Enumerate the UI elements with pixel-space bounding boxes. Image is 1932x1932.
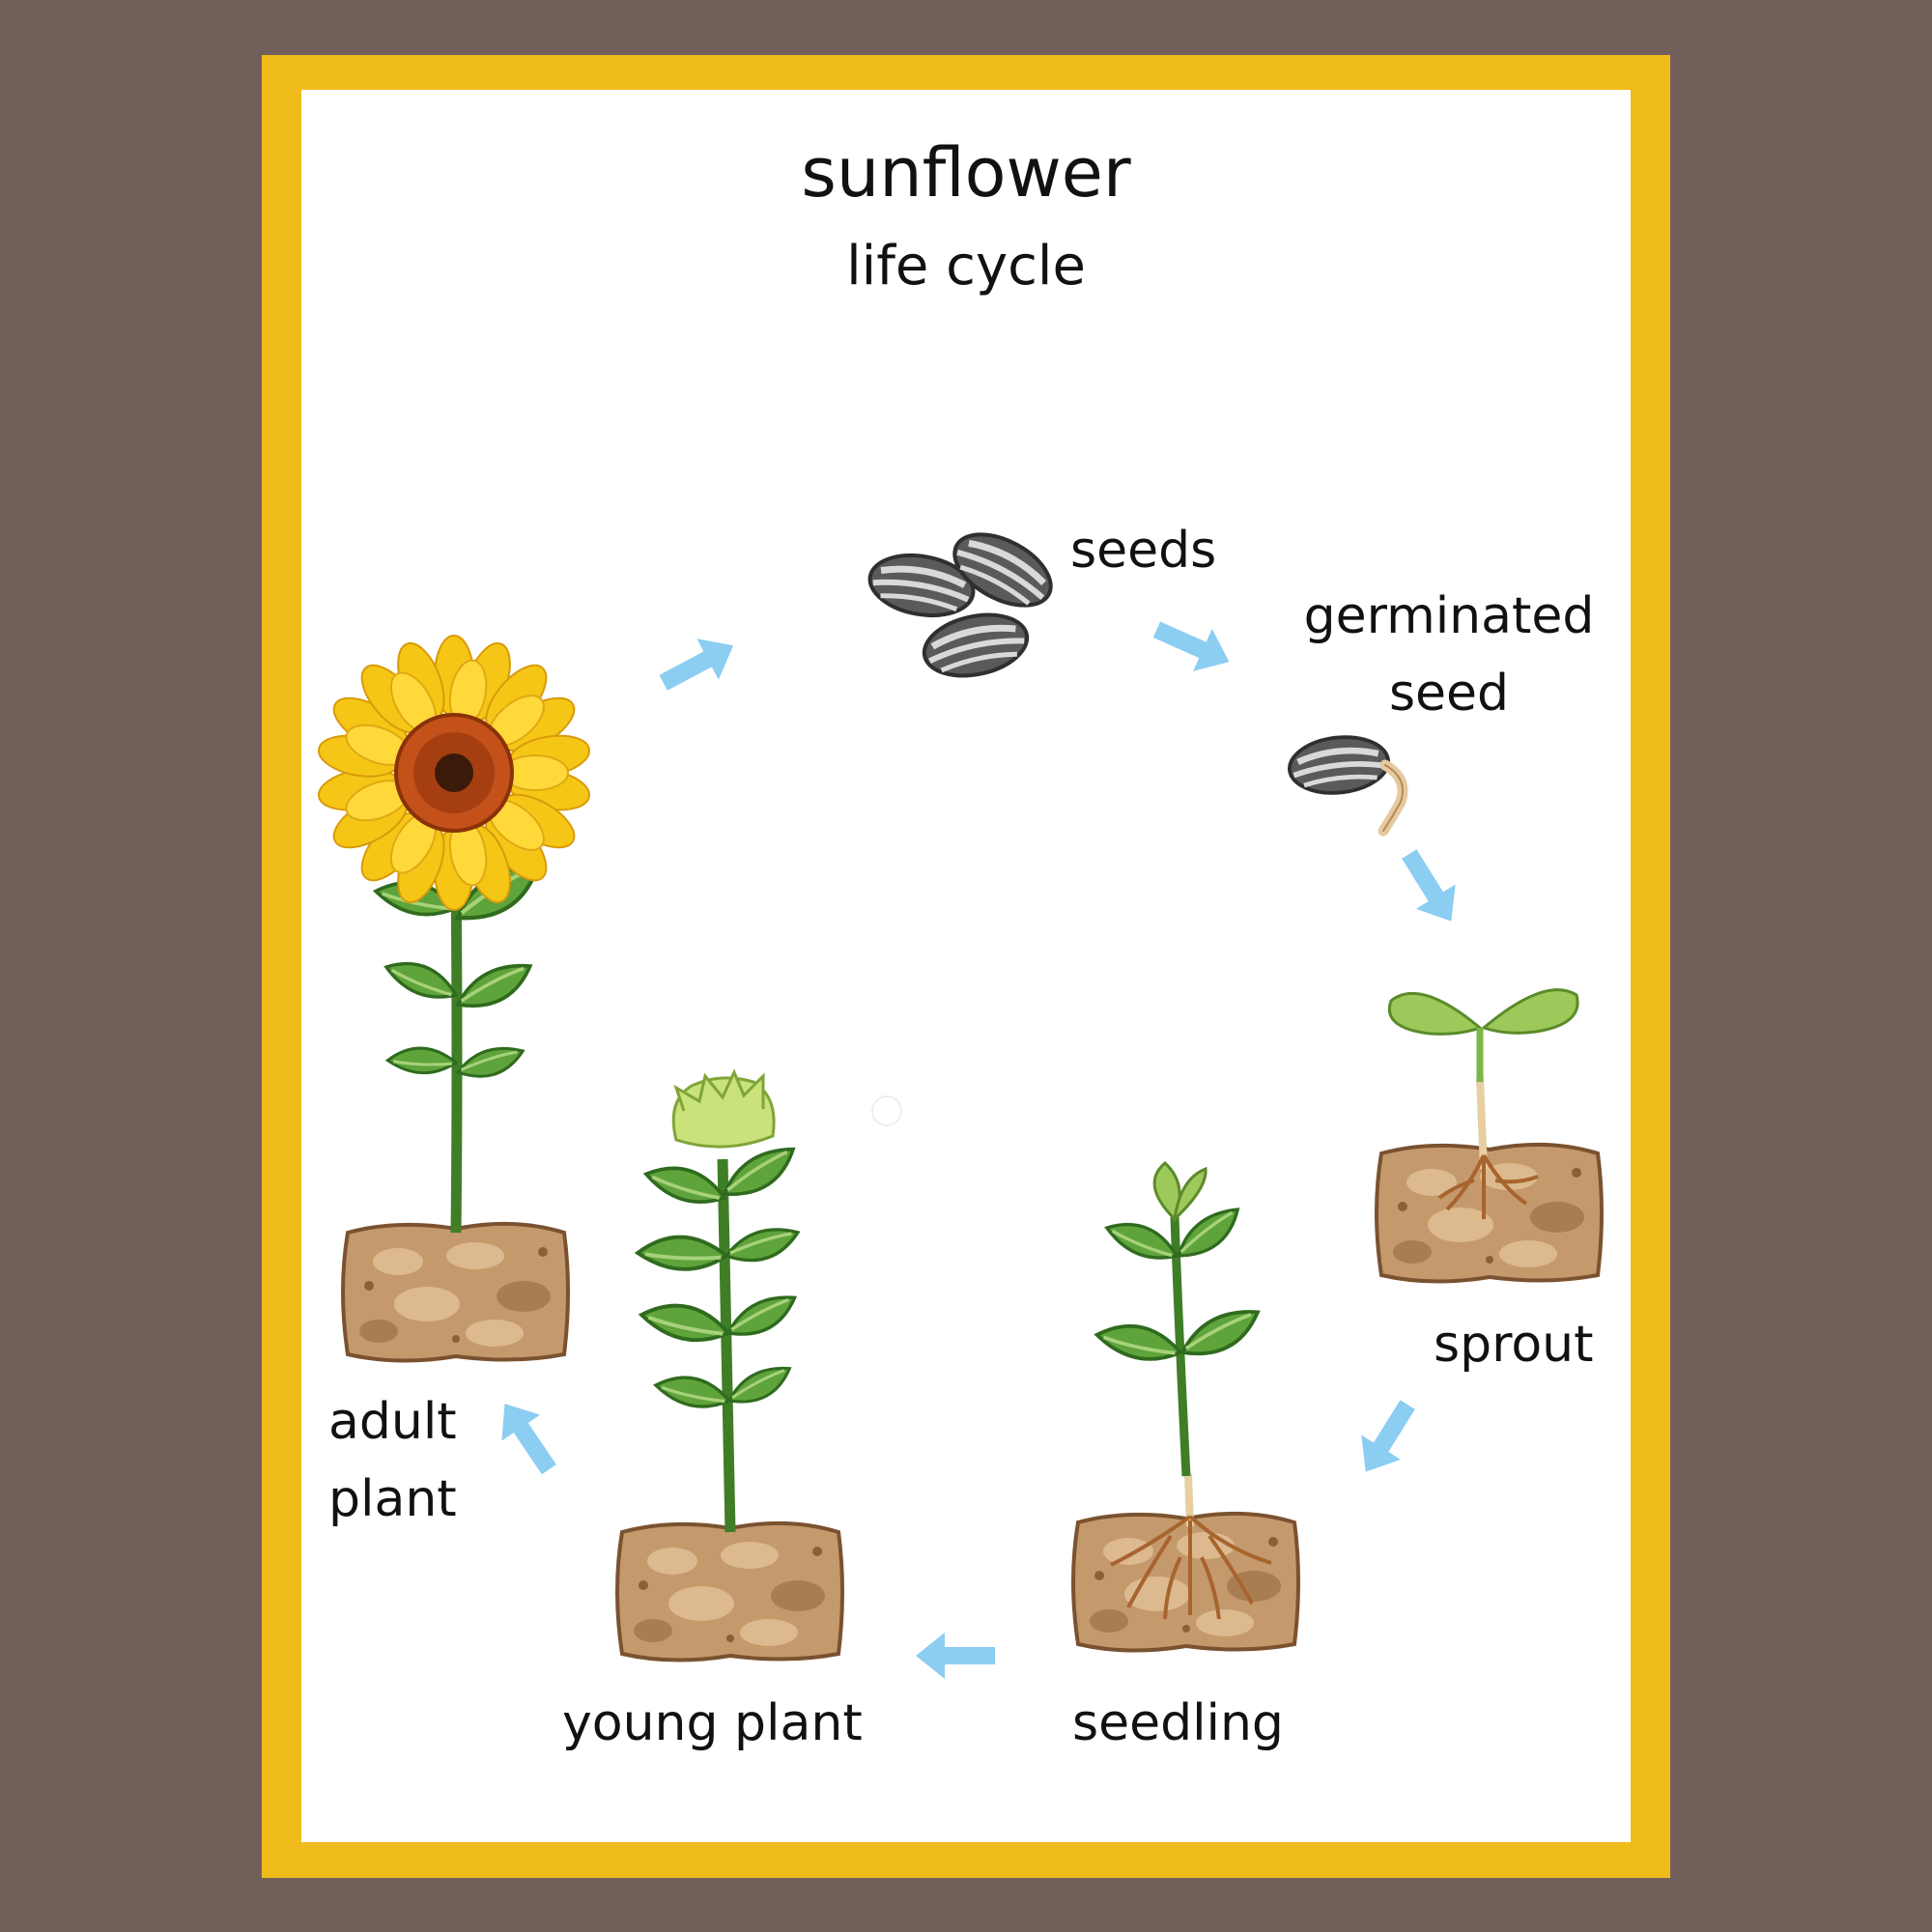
sprout-icon	[1375, 988, 1604, 1284]
young-plant-icon	[615, 1068, 844, 1662]
germinated-seed-icon	[1287, 732, 1408, 837]
arrow-young-to-adult	[485, 1390, 569, 1483]
label-germinated-seed: germinated seed	[1303, 587, 1595, 723]
diagram-title: sunflower	[801, 133, 1131, 213]
label-seedling: seedling	[1072, 1694, 1284, 1752]
seedling-icon	[1071, 1161, 1300, 1653]
arrow-seedling-to-young	[916, 1633, 995, 1679]
label-adult-plant: adult plant	[328, 1393, 457, 1528]
diagram-subtitle: life cycle	[846, 235, 1086, 298]
arrow-germinated-to-sprout	[1389, 841, 1471, 934]
arrow-sprout-to-seedling	[1346, 1392, 1428, 1485]
adult-sunflower-icon	[318, 635, 590, 1363]
arrow-adult-to-seeds	[652, 625, 745, 703]
label-sprout: sprout	[1434, 1316, 1594, 1374]
label-young-plant: young plant	[562, 1694, 863, 1752]
faint-circle	[871, 1095, 902, 1126]
arrow-seeds-to-germinated	[1147, 608, 1239, 684]
label-seeds: seeds	[1070, 522, 1217, 580]
sunflower-seeds-icon	[866, 520, 1063, 684]
